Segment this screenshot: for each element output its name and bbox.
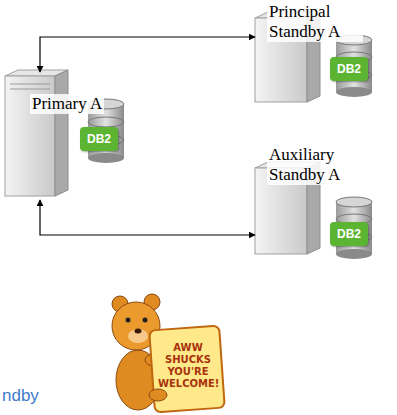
bear-muzzle (128, 329, 148, 343)
server-slot (10, 84, 50, 85)
bear-paw (149, 389, 167, 401)
server-node: Primary A DB2 (5, 72, 127, 200)
db2-badge: DB2 (330, 57, 368, 81)
disk-top (336, 197, 372, 207)
disk-bottom (336, 87, 372, 97)
bear-eye (126, 318, 131, 323)
disk-bottom (336, 249, 372, 259)
disk-bottom (88, 153, 124, 163)
server-icon (5, 70, 68, 196)
sign-board (149, 326, 225, 413)
server-slot (10, 89, 50, 90)
server-label: Primary A (30, 94, 104, 114)
bear-cartoon (112, 294, 225, 412)
server-side (55, 70, 68, 196)
replication-link (40, 37, 255, 72)
sign-text: AWW SHUCKS YOU'RE WELCOME! (158, 342, 218, 390)
server-node: Principal Standby A DB2 (255, 2, 373, 102)
bear-eye (143, 318, 148, 323)
disk-ring (88, 117, 124, 127)
db2-badge: DB2 (80, 127, 118, 151)
db2-badge: DB2 (330, 222, 368, 246)
server-label: Auxiliary Standby A (267, 145, 363, 185)
cropped-text: ndby (2, 386, 39, 406)
server-label: Principal Standby A (267, 2, 363, 42)
server-node: Auxiliary Standby A DB2 (255, 145, 373, 257)
bear-nose (135, 329, 142, 334)
replication-link (40, 200, 255, 235)
